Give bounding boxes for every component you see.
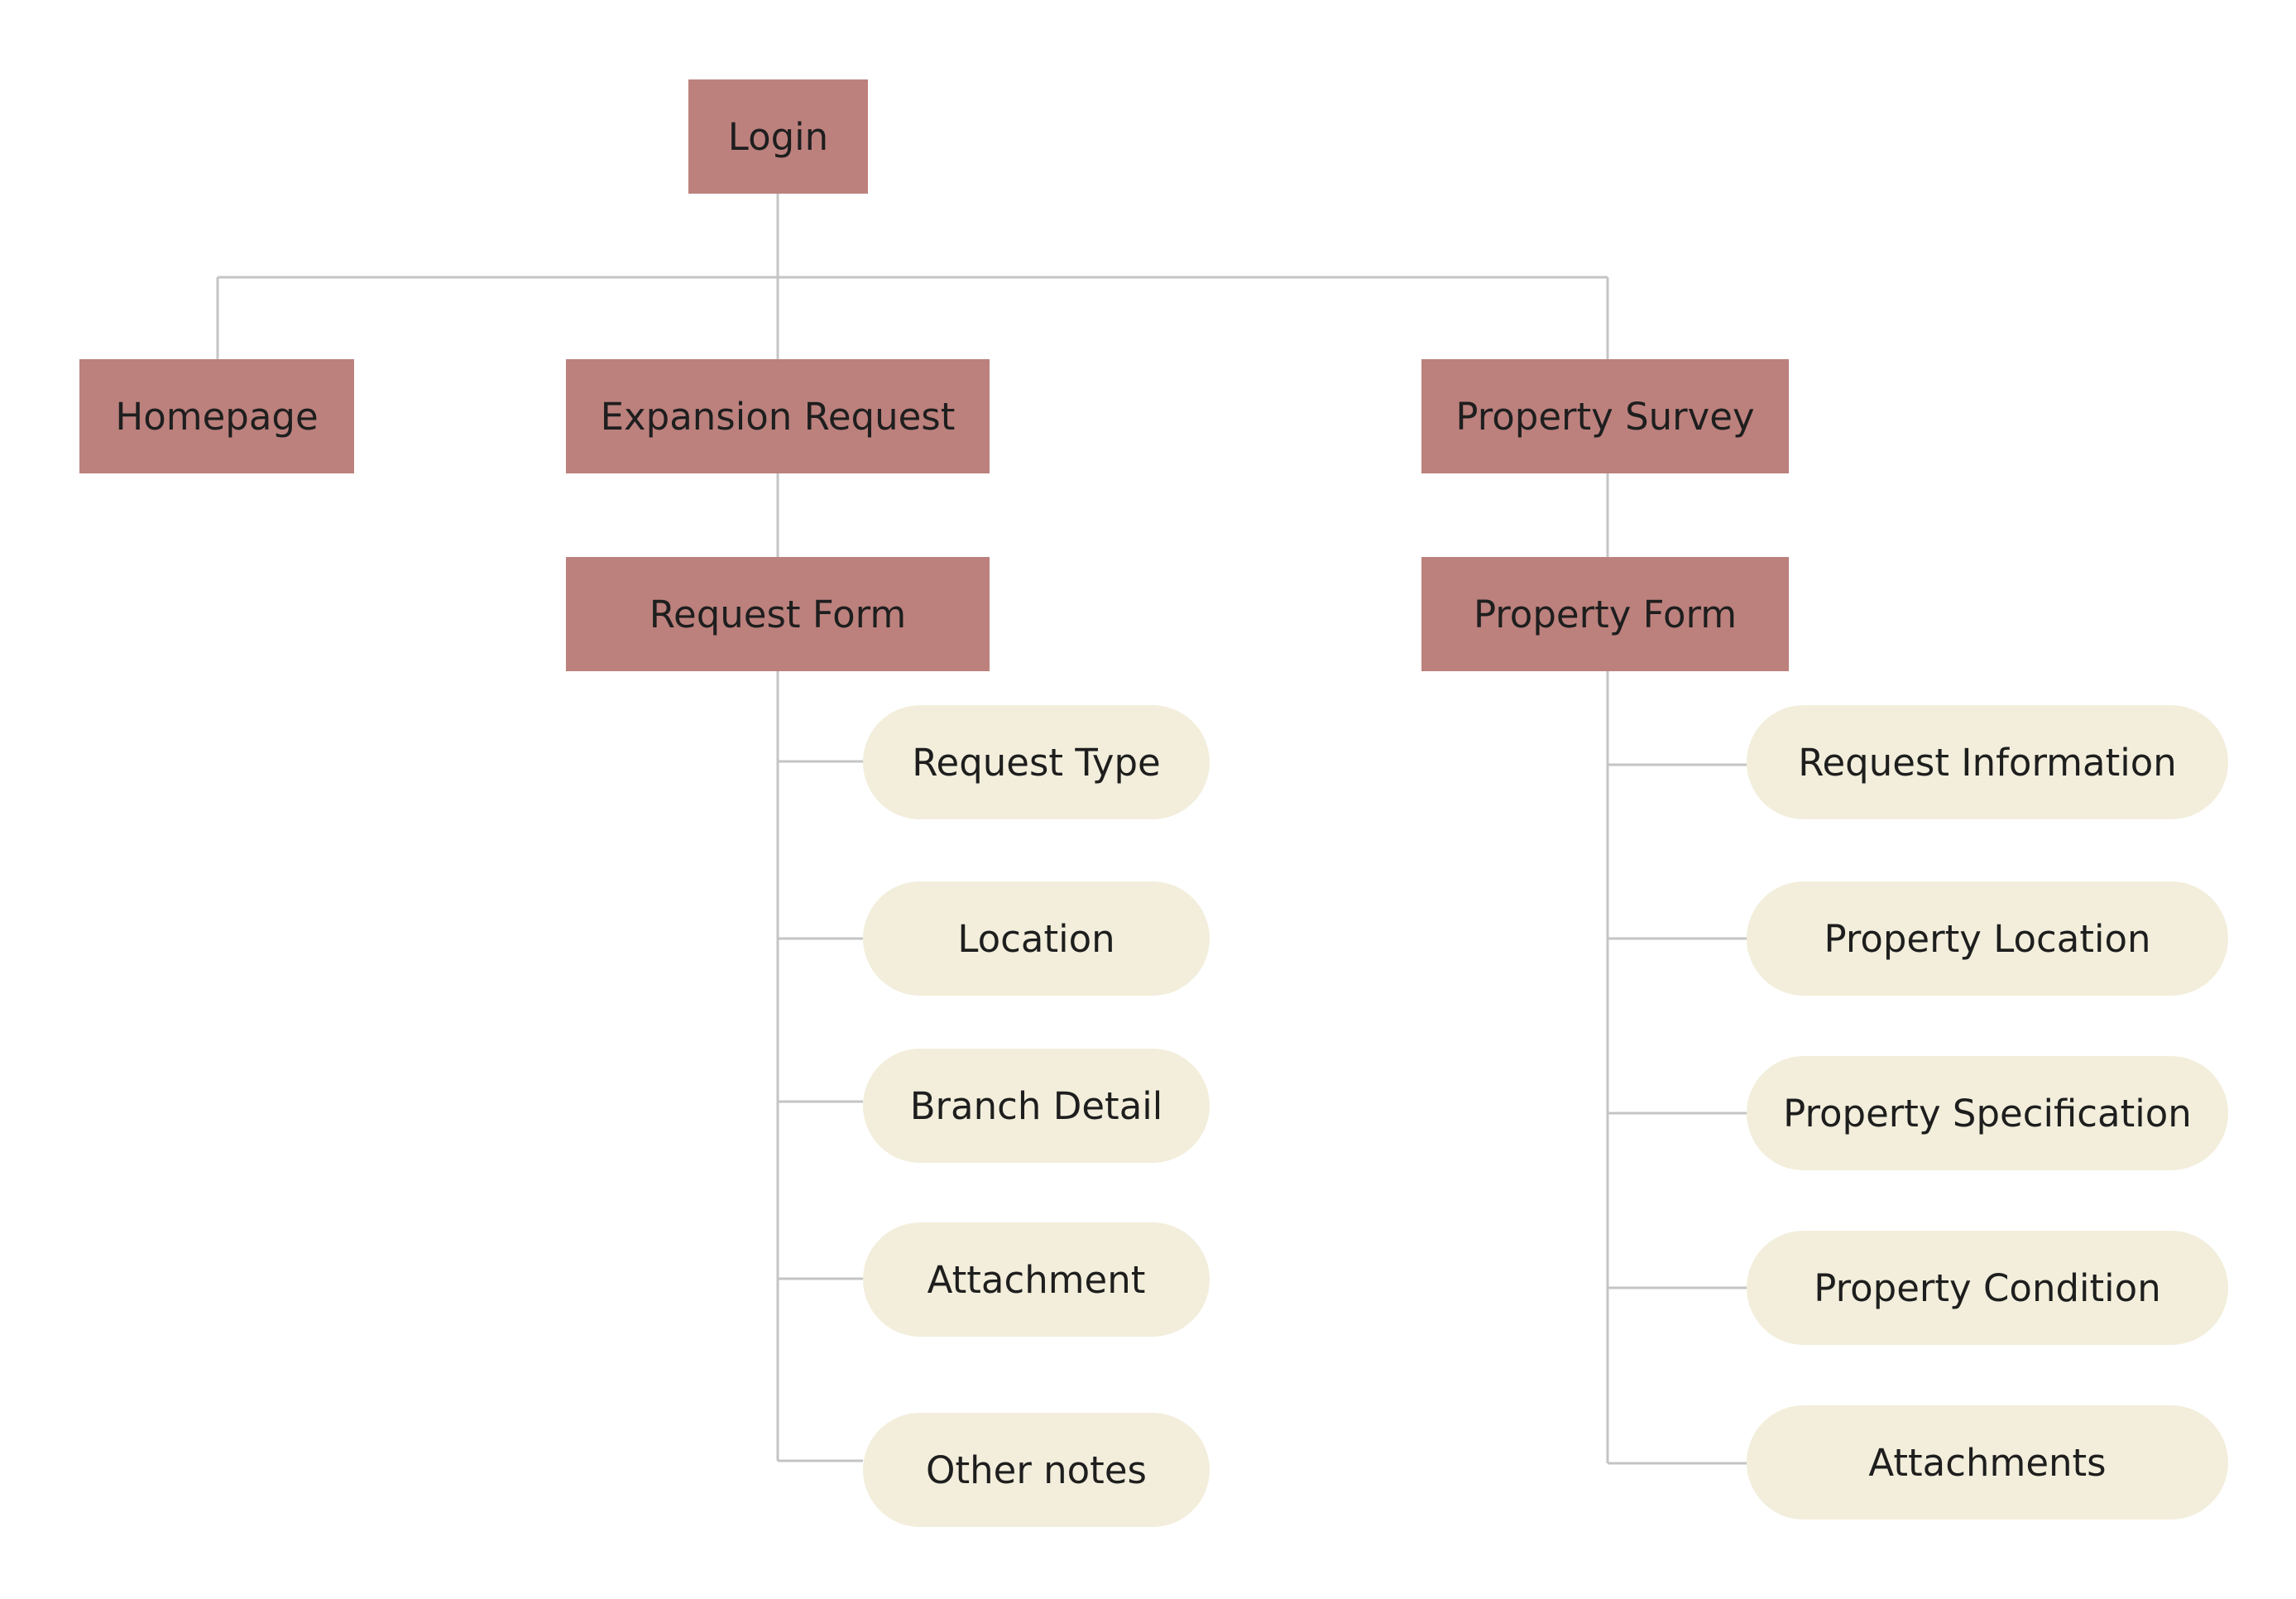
node-homepage: Homepage — [79, 359, 354, 473]
node-expansion-request: Expansion Request — [566, 359, 990, 473]
leaf-attachments: Attachments — [1747, 1405, 2228, 1520]
leaf-property-location: Property Location — [1747, 881, 2228, 996]
leaf-request-information: Request Information — [1747, 705, 2228, 819]
leaf-location: Location — [863, 881, 1210, 996]
leaf-branch-detail: Branch Detail — [863, 1049, 1210, 1163]
node-login: Login — [688, 79, 868, 194]
node-property-form: Property Form — [1421, 557, 1789, 671]
node-property-survey: Property Survey — [1421, 359, 1789, 473]
node-request-form: Request Form — [566, 557, 990, 671]
leaf-attachment: Attachment — [863, 1222, 1210, 1337]
leaf-property-condition: Property Condition — [1747, 1231, 2228, 1345]
leaf-property-specification: Property Specification — [1747, 1056, 2228, 1170]
leaf-other-notes: Other notes — [863, 1413, 1210, 1527]
leaf-request-type: Request Type — [863, 705, 1210, 819]
